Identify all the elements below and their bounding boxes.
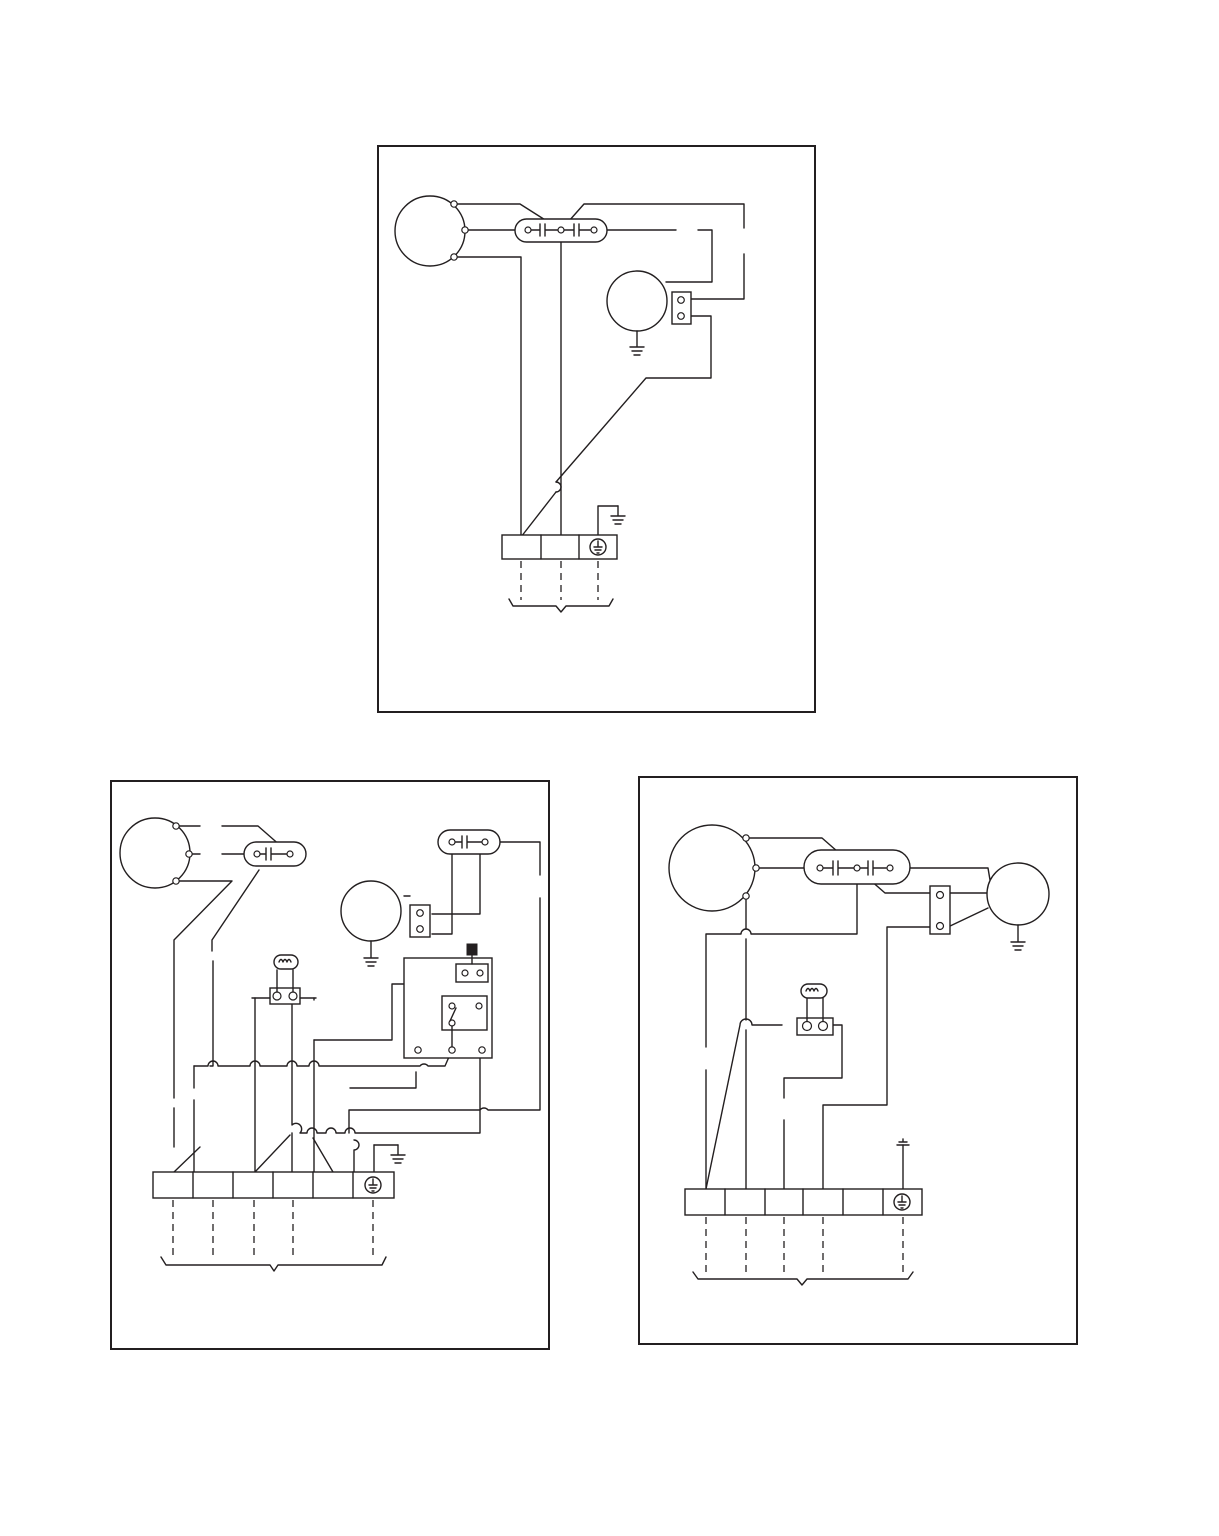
fan-motor-icon <box>341 881 401 941</box>
field-wiring-bracket <box>509 599 613 612</box>
diagram-bottom-right <box>639 777 1077 1344</box>
ground-symbol-icon <box>391 1145 405 1163</box>
field-wiring-lines <box>173 1200 373 1255</box>
ground-symbol-icon <box>611 506 625 524</box>
fan-connector-icon <box>672 292 691 324</box>
diagram-top <box>378 146 815 712</box>
ground-symbol-icon <box>897 1139 909 1145</box>
field-wiring-lines <box>521 561 598 600</box>
terminal-block <box>153 1172 394 1198</box>
motor-terminal-icon <box>743 835 749 841</box>
thermostat-icon <box>797 984 833 1035</box>
run-capacitor-icon <box>244 842 306 866</box>
motor-terminal-icon <box>743 893 749 899</box>
motor-terminal-icon <box>462 227 468 233</box>
compressor-motor-icon <box>669 825 755 911</box>
fan-connector-icon <box>930 886 950 934</box>
dual-capacitor-icon <box>515 219 607 242</box>
dual-capacitor-icon <box>804 850 910 884</box>
thermostat-icon <box>252 955 316 1004</box>
motor-terminal-icon <box>451 254 457 260</box>
compressor-motor-icon <box>120 818 190 888</box>
fan-motor-icon <box>607 271 667 331</box>
diagram-bottom-left <box>111 781 549 1349</box>
field-wiring-bracket <box>693 1272 913 1285</box>
relay-board-icon <box>404 944 492 1058</box>
field-wiring-lines <box>706 1217 903 1272</box>
motor-terminal-icon <box>173 823 179 829</box>
fan-motor-icon <box>987 863 1049 925</box>
motor-terminal-icon <box>173 878 179 884</box>
field-wiring-bracket <box>161 1257 386 1271</box>
motor-terminal-icon <box>186 851 192 857</box>
motor-terminal-icon <box>753 865 759 871</box>
ground-symbol-icon <box>364 941 378 966</box>
diagram-top-wires <box>454 204 744 537</box>
fan-capacitor-icon <box>438 830 500 854</box>
fan-connector-icon <box>410 905 430 937</box>
ground-symbol-icon <box>1011 925 1025 950</box>
terminal-block <box>502 535 617 559</box>
motor-terminal-icon <box>451 201 457 207</box>
ground-symbol-icon <box>630 331 644 355</box>
terminal-block <box>685 1189 922 1215</box>
